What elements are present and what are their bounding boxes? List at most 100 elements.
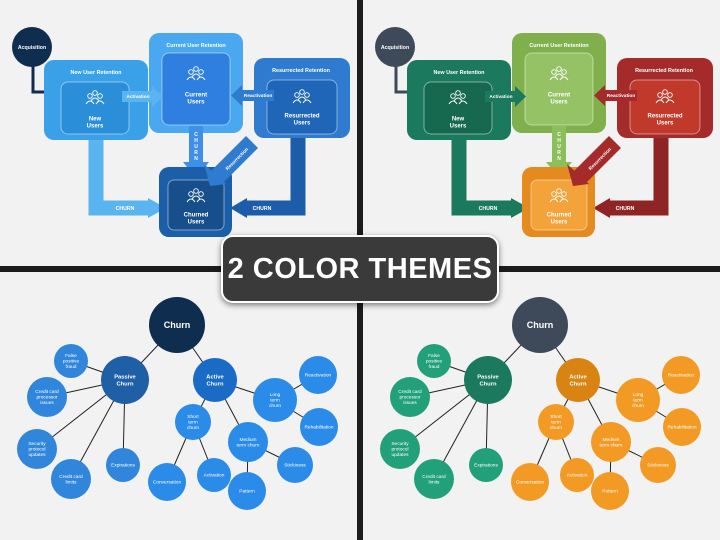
- active-leaf-label: Activation: [567, 473, 588, 479]
- users-icon: [549, 66, 569, 81]
- passive-leaf-node: [390, 377, 430, 417]
- activation-arrow: [122, 91, 154, 102]
- reactivation-arrow-head: [594, 85, 605, 106]
- active-leaf-node: [538, 404, 574, 440]
- resurrection-arrow: [573, 136, 621, 184]
- mindmap-root-label: Churn: [164, 320, 191, 330]
- resurrection-arrow-head: [567, 164, 589, 186]
- mindmap-root-label: Churn: [527, 320, 554, 330]
- churn-arrow-resurrected-head: [593, 198, 610, 218]
- passive-leaf-node: [54, 344, 88, 378]
- new-users-box: [60, 81, 130, 135]
- churned-users-box: [530, 179, 588, 231]
- active-leaf-label: Rehabilitation: [667, 425, 696, 431]
- passive-leaf-label: Expirations: [474, 463, 498, 469]
- reactivation-arrow-head: [231, 85, 242, 106]
- churn-arrow-resurrected: [245, 128, 306, 216]
- passive-leaf-node: [106, 448, 140, 482]
- active-leaf-node: [663, 408, 701, 446]
- resurrected-retention-label: Resurrected Retention: [272, 68, 330, 74]
- users-icon: [186, 188, 206, 203]
- acquisition-node: [12, 27, 52, 67]
- acquisition-node: [375, 27, 415, 67]
- churn-label-resurrected: CHURN: [616, 206, 635, 212]
- users-icon: [85, 90, 105, 105]
- passive-leaf-node: [414, 459, 454, 499]
- active-leaf-node: [299, 356, 337, 394]
- churned-users-box: [167, 179, 225, 231]
- resurrection-arrow-head: [204, 164, 226, 186]
- churn-label-new: CHURN: [479, 206, 498, 212]
- active-leaf-label: Pattern: [239, 489, 255, 495]
- current-user-retention-label: Current User Retention: [166, 43, 225, 49]
- active-leaf-label: Pattern: [602, 489, 618, 495]
- mindmap-root-node: [512, 297, 568, 353]
- passive-leaf-node: [51, 459, 91, 499]
- users-icon: [655, 89, 675, 104]
- active-leaf-node: [640, 447, 676, 483]
- acquisition-connector: [394, 62, 411, 94]
- new-user-retention-label: New User Retention: [434, 70, 485, 76]
- passive-leaf-node: [417, 344, 451, 378]
- churn-label-resurrected: CHURN: [253, 206, 272, 212]
- resurrected-users-box: [266, 79, 338, 135]
- reactivation-label: Reactivation: [244, 93, 273, 99]
- activation-label: Activation: [126, 94, 149, 100]
- passive-churn-node: [101, 356, 149, 404]
- active-leaf-label: Activation: [204, 473, 225, 479]
- acquisition-connector: [31, 62, 48, 94]
- active-leaf-node: [148, 463, 186, 501]
- resurrected-users-box: [629, 79, 701, 135]
- active-leaf-label: Reactivation: [668, 373, 695, 379]
- acquisition-label: Acquisition: [18, 45, 46, 51]
- activation-arrow-head: [152, 86, 163, 107]
- active-leaf-node: [616, 378, 660, 422]
- active-leaf-node: [300, 408, 338, 446]
- active-churn-node: [556, 358, 600, 402]
- current-user-retention-label: Current User Retention: [529, 43, 588, 49]
- active-leaf-label: Rehabilitation: [304, 425, 333, 431]
- current-users-box: [161, 52, 231, 126]
- active-leaf-node: [253, 378, 297, 422]
- passive-leaf-node: [17, 429, 57, 469]
- churn-arrow-current: [189, 126, 203, 164]
- passive-leaf-node: [27, 377, 67, 417]
- passive-leaf-node: [469, 448, 503, 482]
- acquisition-label: Acquisition: [381, 45, 409, 51]
- active-leaf-label: Conversation: [153, 480, 182, 486]
- churn-arrow-new-head: [511, 198, 529, 218]
- churn-arrow-new: [451, 128, 513, 216]
- users-icon: [448, 90, 468, 105]
- active-churn-node: [193, 358, 237, 402]
- users-icon: [549, 188, 569, 203]
- churn-label-new: CHURN: [116, 206, 135, 212]
